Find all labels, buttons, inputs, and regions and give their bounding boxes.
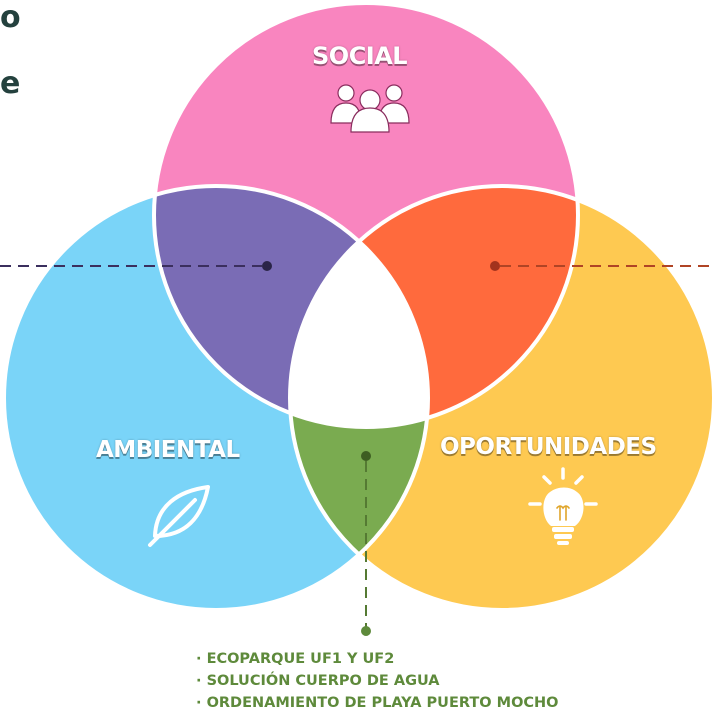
cropped-heading-line-2: e: [0, 66, 21, 101]
label-oportunidades: OPORTUNIDADES: [440, 434, 657, 460]
connector-bottom-dot-end: [361, 626, 371, 636]
label-ambiental: AMBIENTAL: [96, 437, 240, 463]
label-social: SOCIAL: [312, 42, 408, 70]
connector-bottom-dot-top: [361, 451, 371, 461]
connector-left-dot: [262, 261, 272, 271]
list-item: ECOPARQUE UF1 Y UF2: [196, 648, 559, 670]
lightbulb-icon: [528, 467, 598, 545]
intersection-center: [290, 186, 428, 427]
connector-right-dot: [490, 261, 500, 271]
project-list: ECOPARQUE UF1 Y UF2 SOLUCIÓN CUERPO DE A…: [196, 648, 559, 714]
leaf-icon: [148, 485, 210, 547]
cropped-heading-line-1: o: [0, 0, 21, 35]
list-item: ORDENAMIENTO DE PLAYA PUERTO MOCHO: [196, 692, 559, 714]
people-icon: [330, 84, 410, 133]
list-item: SOLUCIÓN CUERPO DE AGUA: [196, 670, 559, 692]
